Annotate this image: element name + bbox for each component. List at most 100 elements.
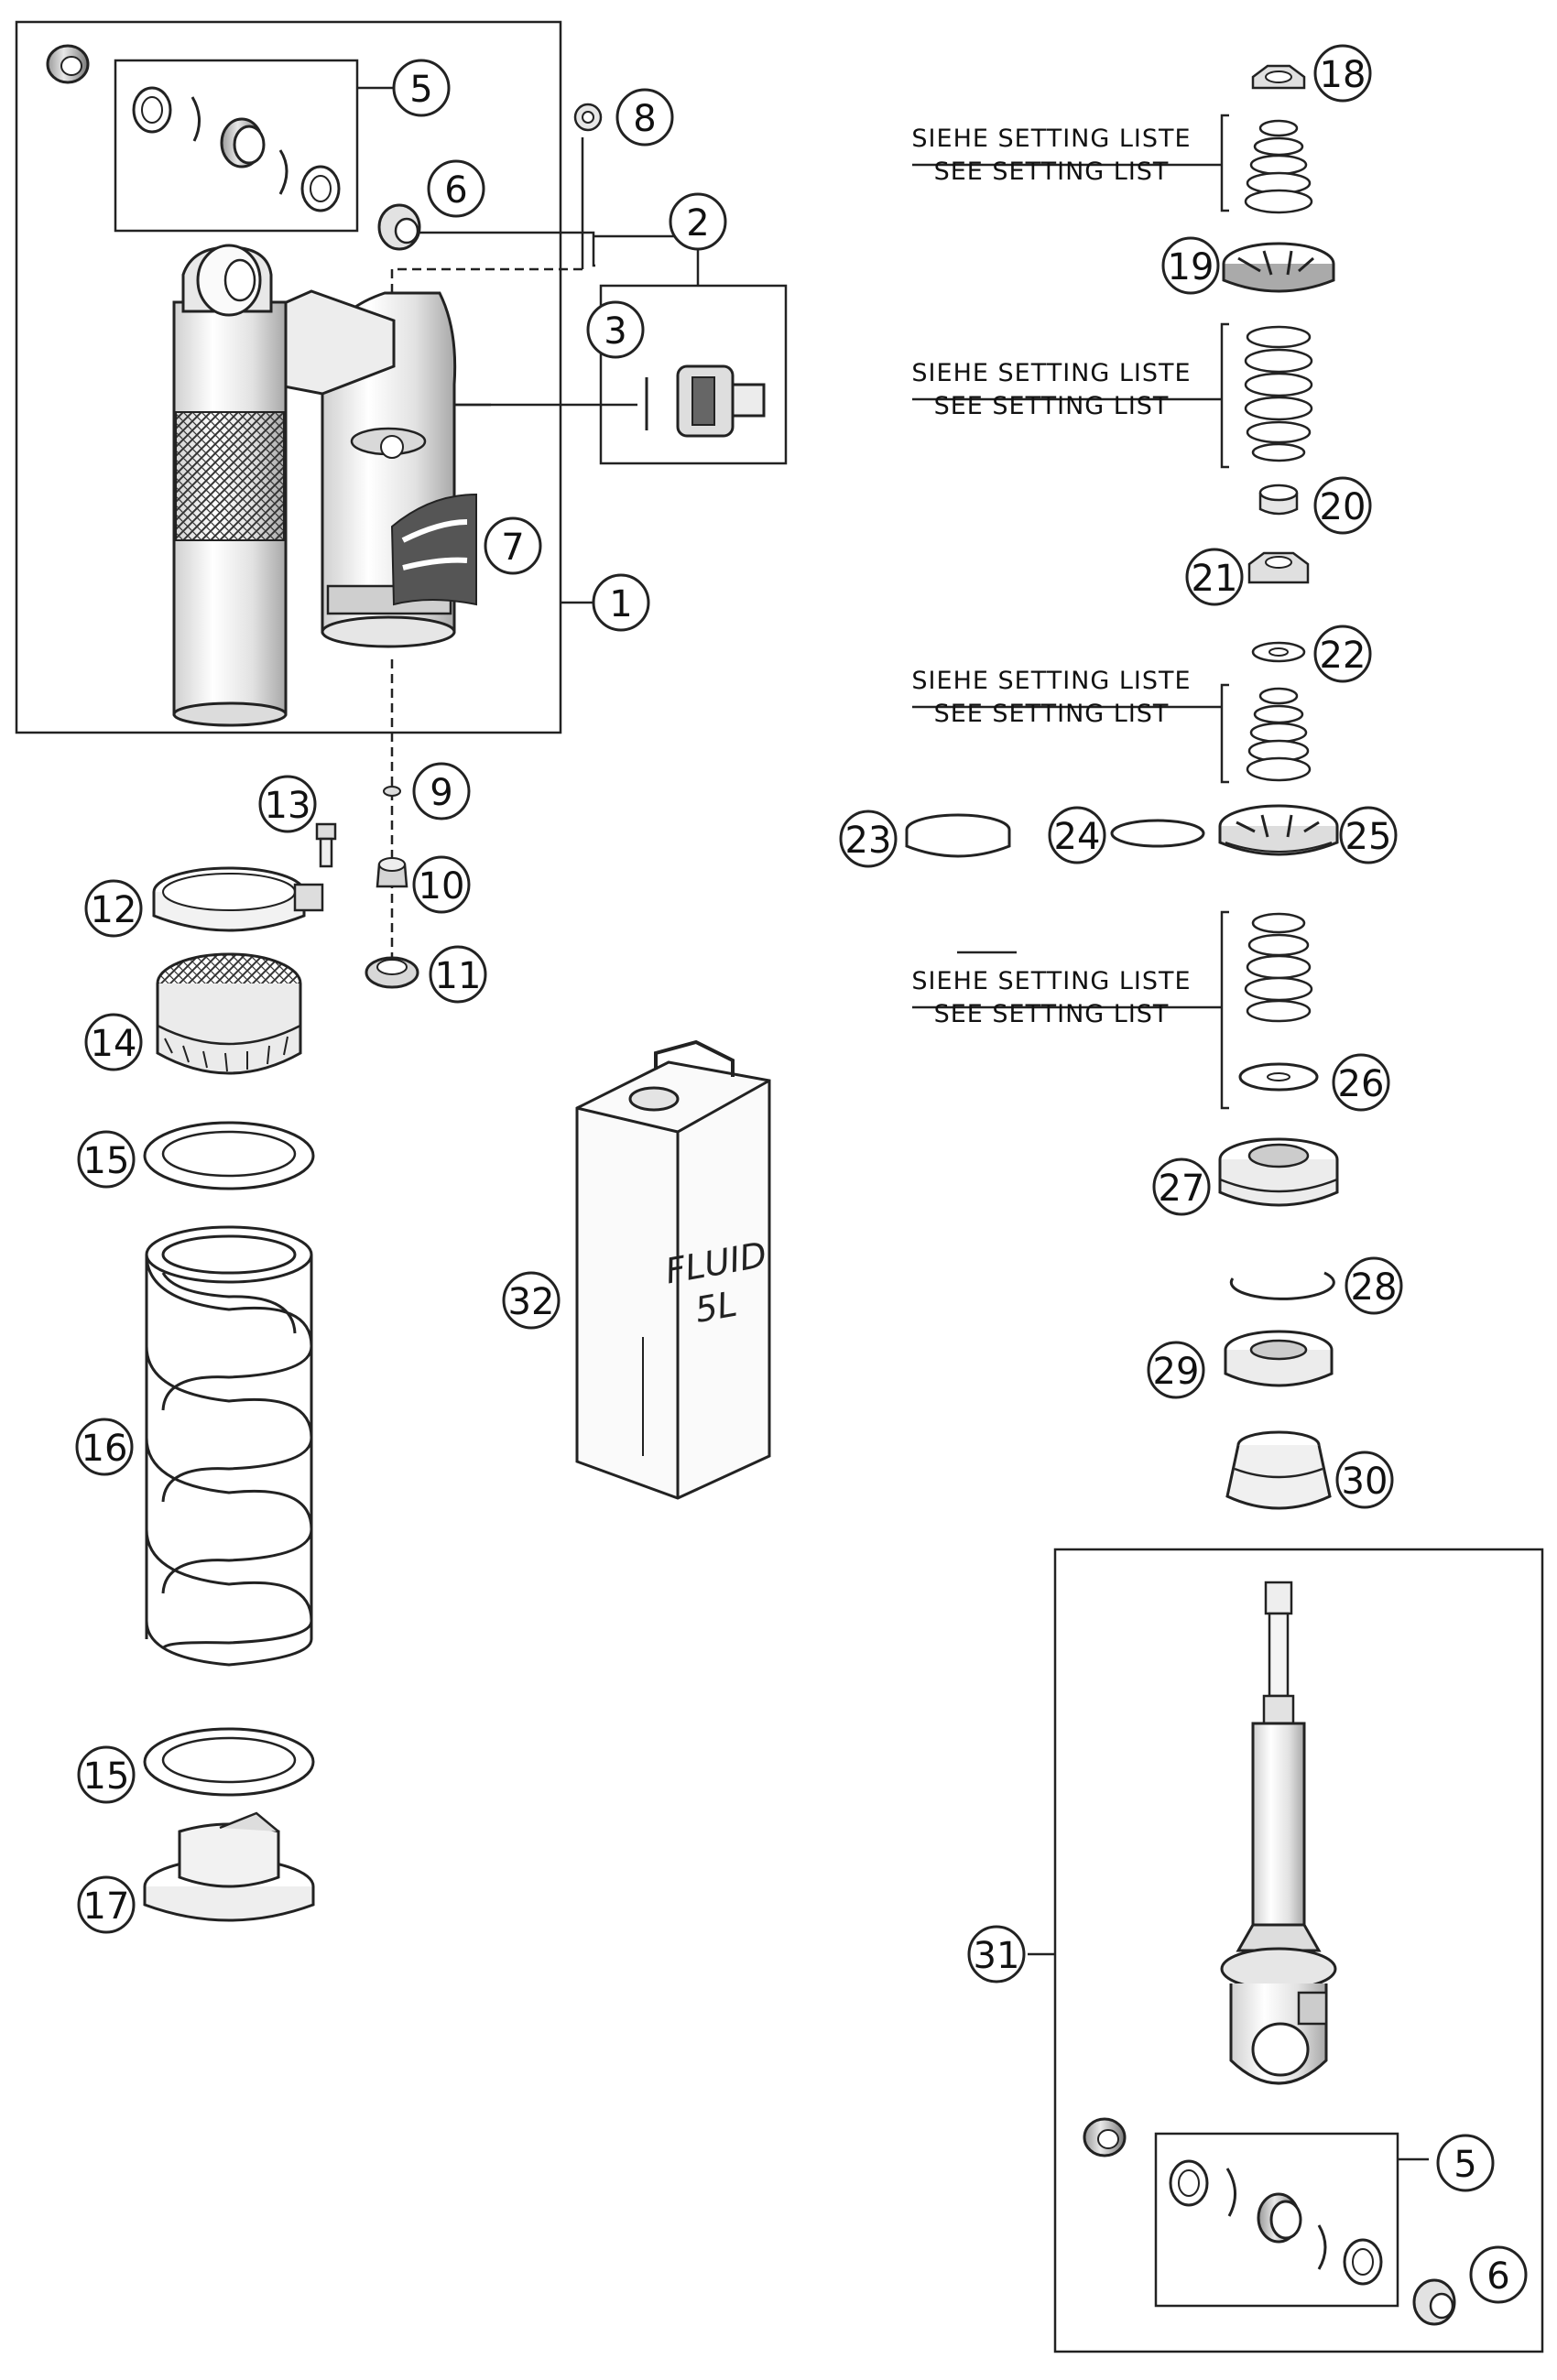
- callout-circle: [592, 573, 650, 632]
- callout-number: 12: [91, 889, 137, 931]
- valve-cartridge: [645, 364, 766, 438]
- setting-note-de: SIEHE SETTING LISTE: [911, 667, 1191, 695]
- callout-number: 21: [1192, 558, 1238, 600]
- callout-c27: 27: [1152, 1157, 1211, 1216]
- callout-circle: [77, 1875, 136, 1934]
- callout-c5b: 5: [1436, 2134, 1495, 2192]
- bearing-kit-top: [132, 86, 341, 212]
- setting-note-de: SIEHE SETTING LISTE: [911, 125, 1191, 153]
- callout-number: 14: [91, 1023, 137, 1065]
- callout-circle: [484, 516, 542, 575]
- seal-head-27: [1218, 1137, 1339, 1207]
- callout-c12: 12: [84, 879, 143, 938]
- setting-note-en: SEE SETTING LIST: [934, 392, 1170, 420]
- callout-number: 2: [686, 202, 709, 245]
- shim-stack-3: [1246, 687, 1312, 782]
- callout-number: 8: [633, 98, 656, 140]
- callout-c21: 21: [1185, 548, 1244, 606]
- callout-circle: [502, 1271, 561, 1330]
- callout-c24: 24: [1048, 806, 1106, 864]
- setting-note-de: SIEHE SETTING LISTE: [911, 359, 1191, 387]
- fluid-can-32: [575, 1039, 771, 1500]
- callout-number: 15: [83, 1755, 130, 1798]
- callout-circle: [392, 59, 451, 117]
- callout-circle: [615, 88, 674, 147]
- callout-number: 29: [1153, 1351, 1200, 1393]
- callout-circle: [839, 810, 898, 868]
- subassembly-box-bearing-top: [114, 59, 359, 233]
- callout-number: 22: [1320, 635, 1366, 677]
- subassembly-box-bearing-bottom: [1154, 2132, 1399, 2308]
- callout-c18: 18: [1313, 44, 1372, 103]
- callout-c17: 17: [77, 1875, 136, 1934]
- callout-number: 11: [435, 955, 482, 997]
- shock-absorber-body: [172, 244, 477, 727]
- callout-circle: [1313, 476, 1372, 535]
- o-ring-24: [1110, 819, 1205, 848]
- callout-number: 9: [430, 772, 452, 814]
- small-washer-9: [383, 786, 401, 797]
- callout-number: 15: [83, 1140, 130, 1182]
- setting-note-en: SEE SETTING LIST: [934, 158, 1170, 186]
- callout-circle: [1335, 1451, 1394, 1509]
- shim-stack-4: [1244, 912, 1313, 1023]
- callout-number: 31: [974, 1935, 1020, 1977]
- callout-c15b: 15: [77, 1745, 136, 1804]
- callout-c3: 3: [586, 300, 645, 359]
- nut-10: [376, 857, 408, 888]
- spring-adjuster-14: [156, 952, 302, 1075]
- spring-seat-17: [143, 1811, 315, 1922]
- callout-c9: 9: [412, 762, 471, 821]
- callout-c25: 25: [1339, 806, 1398, 864]
- circlip-28: [1229, 1271, 1335, 1300]
- callout-number: 7: [501, 527, 524, 569]
- cap-11: [365, 956, 419, 989]
- coil-spring-16: [145, 1225, 313, 1667]
- callout-number: 20: [1320, 486, 1366, 528]
- spring-washer-15-bottom: [143, 1727, 315, 1797]
- shim-stack-1: [1244, 119, 1313, 214]
- callout-circle: [1147, 1341, 1205, 1399]
- callout-number: 27: [1159, 1168, 1205, 1210]
- callout-number: 23: [845, 820, 892, 862]
- callout-c31: 31: [967, 1925, 1026, 1983]
- callout-number: 24: [1054, 816, 1101, 858]
- screw-top: [573, 103, 603, 132]
- subassembly-box-valve: [599, 284, 788, 465]
- callout-number: 28: [1351, 1266, 1398, 1309]
- bump-stop-30: [1225, 1430, 1332, 1510]
- callout-c26: 26: [1332, 1053, 1390, 1112]
- callout-c6a: 6: [427, 159, 485, 218]
- callout-c5a: 5: [392, 59, 451, 117]
- callout-c23: 23: [839, 810, 898, 868]
- callout-c22: 22: [1313, 625, 1372, 683]
- callout-number: 10: [419, 865, 465, 907]
- setting-brackets: [912, 114, 1229, 1110]
- callout-c7: 7: [484, 516, 542, 575]
- callout-circle: [429, 945, 487, 1004]
- callout-number: 17: [83, 1886, 130, 1928]
- callout-circle: [1339, 806, 1398, 864]
- callout-circle: [77, 1130, 136, 1189]
- piston-rod-31: [1220, 1581, 1337, 2085]
- setting-note-de: SIEHE SETTING LISTE: [911, 967, 1191, 995]
- callout-c32: 32: [502, 1271, 561, 1330]
- callout-number: 18: [1320, 54, 1366, 96]
- spring-washer-15-top: [143, 1121, 315, 1190]
- callout-c1: 1: [592, 573, 650, 632]
- callout-number: 6: [1486, 2255, 1509, 2298]
- callout-circle: [412, 762, 471, 821]
- piston-19: [1222, 242, 1335, 293]
- nut-top-left: [46, 44, 90, 84]
- nut-18: [1251, 64, 1306, 90]
- callout-circle: [412, 855, 471, 914]
- setting-notes: SIEHE SETTING LISTE SEE SETTING LIST SIEHE…: [911, 125, 1191, 1028]
- callout-number: 16: [82, 1428, 128, 1470]
- callout-number: 5: [409, 69, 432, 111]
- piston-25: [1218, 804, 1339, 856]
- callout-number: 19: [1168, 246, 1214, 288]
- callout-circle: [1469, 2245, 1528, 2304]
- callout-number: 6: [444, 169, 467, 212]
